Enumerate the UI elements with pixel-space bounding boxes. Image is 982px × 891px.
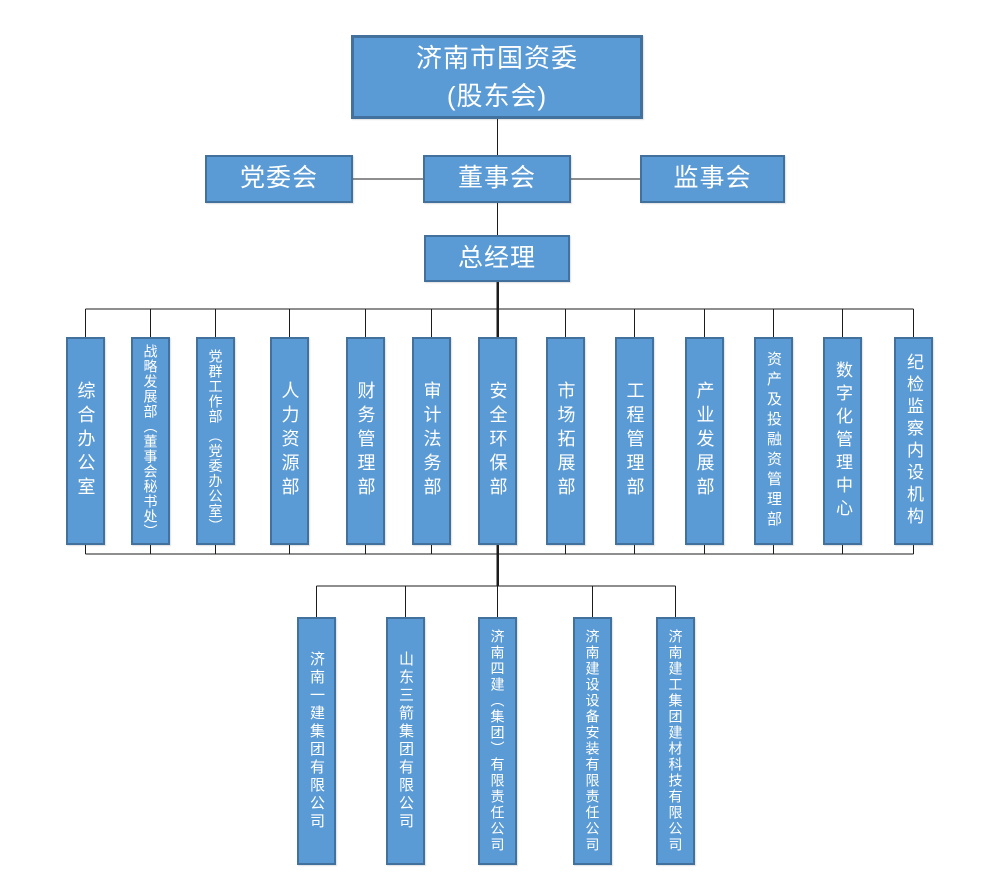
department-node-6: 审计法务部 (412, 337, 451, 545)
department-node-7: 安全环保部 (478, 337, 517, 545)
department-label: 产业发展部 (694, 381, 715, 501)
subsidiary-label: 济南一建集团有限公司 (308, 651, 325, 831)
board-of-directors-node: 董事会 (423, 155, 571, 203)
party-committee-label: 党委会 (239, 164, 318, 193)
subsidiary-label: 山东三箭集团有限公司 (397, 651, 414, 831)
general-manager-label: 总经理 (457, 243, 536, 272)
department-node-12: 数字化管理中心 (823, 337, 862, 545)
supervisory-board-node: 监事会 (640, 155, 785, 203)
board-of-directors-label: 董事会 (457, 164, 536, 193)
department-label: 纪检监察内设机构 (904, 353, 923, 529)
department-node-3: 党群工作部 （党委办公室） (196, 337, 235, 545)
root-label-line2: (股东会) (446, 81, 548, 111)
subsidiary-label: 济南建工集团建材科技有限公司 (667, 629, 684, 853)
supervisory-board-label: 监事会 (673, 164, 752, 193)
department-label: 人力资源部 (279, 381, 300, 501)
department-node-9: 工程管理部 (615, 337, 654, 545)
department-label: 安全环保部 (487, 381, 508, 501)
department-node-1: 综合办公室 (66, 337, 105, 545)
department-label: 数字化管理中心 (833, 360, 852, 522)
subsidiary-label: 济南建设设备安装有限责任公司 (584, 629, 601, 853)
department-node-2: 战略发展部（董事会秘书处） (131, 337, 170, 545)
root-node: 济南市国资委 (股东会) (351, 35, 643, 119)
department-node-5: 财务管理部 (346, 337, 385, 545)
department-node-10: 产业发展部 (685, 337, 724, 545)
department-label: 工程管理部 (624, 381, 645, 501)
department-label: 党群工作部 （党委办公室） (207, 348, 224, 534)
department-node-13: 纪检监察内设机构 (894, 337, 933, 545)
department-node-4: 人力资源部 (270, 337, 309, 545)
department-node-11: 资产及投融资管理部 (754, 337, 793, 545)
subsidiary-node-4: 济南建设设备安装有限责任公司 (573, 617, 612, 865)
party-committee-node: 党委会 (205, 155, 353, 203)
department-label: 战略发展部（董事会秘书处） (142, 343, 159, 539)
subsidiary-node-3: 济南四建（集团）有限责任公司 (478, 617, 517, 865)
department-label: 审计法务部 (421, 381, 442, 501)
root-label: 济南市国资委 (股东会) (416, 39, 578, 115)
department-label: 资产及投融资管理部 (765, 351, 782, 531)
department-label: 综合办公室 (75, 381, 96, 501)
subsidiary-node-5: 济南建工集团建材科技有限公司 (656, 617, 695, 865)
general-manager-node: 总经理 (424, 235, 570, 282)
subsidiary-node-1: 济南一建集团有限公司 (297, 617, 336, 865)
department-node-8: 市场拓展部 (546, 337, 585, 545)
department-label: 市场拓展部 (555, 381, 576, 501)
department-label: 财务管理部 (355, 381, 376, 501)
subsidiary-label: 济南四建（集团）有限责任公司 (489, 629, 506, 853)
subsidiary-node-2: 山东三箭集团有限公司 (386, 617, 425, 865)
root-label-line1: 济南市国资委 (415, 43, 578, 73)
